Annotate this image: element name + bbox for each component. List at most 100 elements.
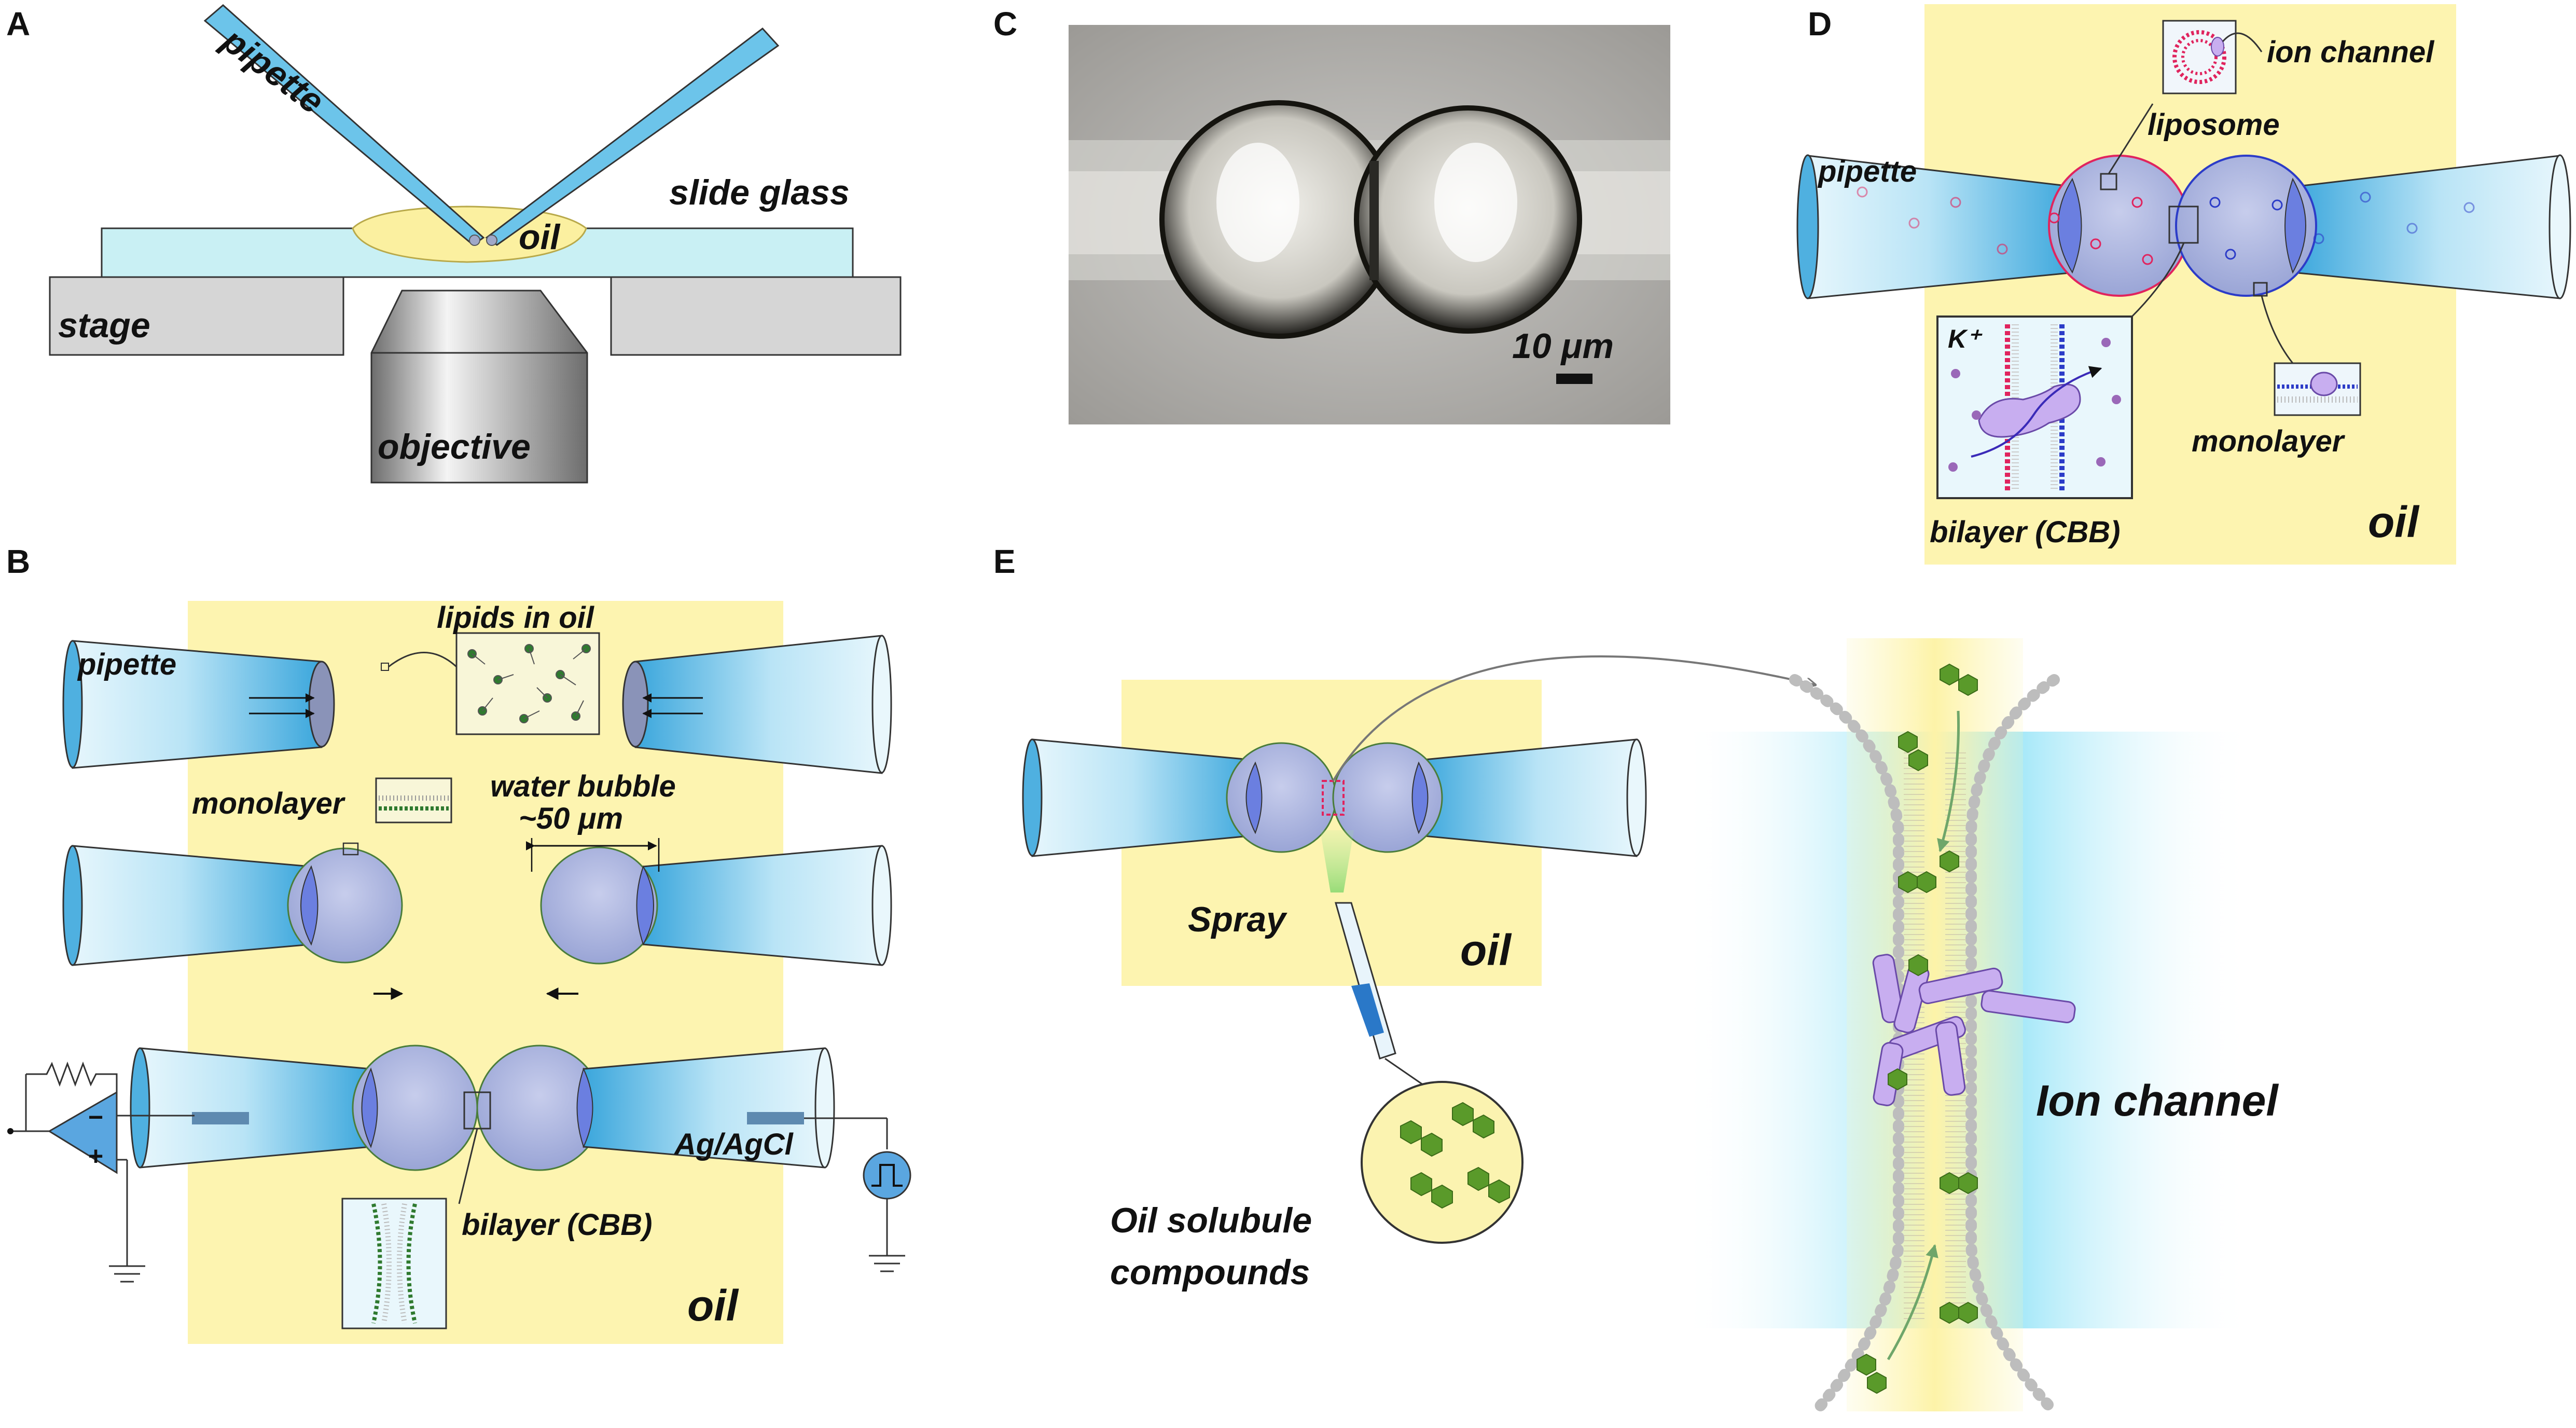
k-ions (1948, 338, 2121, 472)
pipette-icon (72, 845, 312, 966)
panel-e: E Spray oil Oil solubule (993, 543, 2279, 1417)
zoom-arrow (1332, 655, 1816, 782)
bilayer-leaflet (406, 1203, 417, 1324)
ion-channel-icon (2211, 37, 2224, 57)
amp-minus: − (88, 1103, 103, 1132)
pipette-end (1796, 154, 1819, 299)
pipette-end (871, 635, 892, 774)
pipette-icon (203, 4, 485, 246)
label-ion-channel: Ion channel (2036, 1076, 2279, 1125)
label-stage: stage (58, 306, 150, 345)
electrode-right (747, 1112, 804, 1124)
zoom-line (458, 1128, 478, 1204)
compound-inset (1361, 1081, 1524, 1244)
bubble-contact (300, 865, 318, 946)
ground-icon (109, 1214, 145, 1283)
spray-cone (1320, 830, 1354, 893)
droplet-highlight (1216, 143, 1299, 262)
zoom-marker (342, 842, 359, 856)
bubble-contact (2284, 177, 2306, 274)
panel-letter-c: C (993, 5, 1017, 43)
zoom-line (2108, 103, 2154, 174)
zoom-line (2222, 32, 2263, 52)
ion-channel-icon (1872, 954, 2076, 1106)
bubble-contact (636, 865, 654, 946)
monolayer-inset (375, 777, 452, 823)
electrode-left (192, 1112, 249, 1124)
panel-letter-e: E (993, 543, 1016, 580)
label-pipette: pipette (1817, 155, 1917, 188)
label-oil: oil (2368, 498, 2420, 546)
panel-letter-a: A (6, 5, 30, 43)
label-bubble-size: ~50 μm (519, 802, 623, 835)
pulse-generator-icon (804, 1117, 911, 1272)
label-compounds-line1: Oil solubule (1110, 1201, 1312, 1240)
panel-a: A pipette slide glass oil stage objectiv… (6, 4, 902, 484)
panel-letter-b: B (6, 543, 30, 580)
pipette-icon (642, 845, 883, 966)
pipette-end (62, 640, 83, 768)
zoom-line (2131, 242, 2185, 318)
liposome-inner (2181, 39, 2218, 75)
molecule-icon (1400, 1102, 1510, 1209)
label-water-bubble: water bubble (490, 770, 676, 803)
molecule-icon (1857, 663, 1978, 1394)
scale-bar (1556, 374, 1592, 384)
flow-arrow (1887, 1244, 1938, 1361)
zoom-line (388, 652, 458, 668)
amp-plus: + (88, 1142, 103, 1171)
panel-d: D (1796, 4, 2571, 565)
liposome-icon (2172, 30, 2226, 84)
bubble-right (2175, 155, 2317, 297)
pipette-icon (1031, 738, 1256, 857)
pipette-icon (1418, 738, 1638, 857)
zoom-line (1384, 1058, 1427, 1088)
bubble-left (1226, 742, 1337, 853)
label-ion-channel: ion channel (2267, 35, 2435, 69)
pipette-icon (485, 27, 780, 246)
label-oil: oil (519, 217, 561, 257)
bilayer-leaflet (371, 1203, 382, 1324)
pipette-end (871, 845, 892, 966)
bilayer-tails (381, 1203, 407, 1324)
droplet-right (486, 235, 497, 246)
bubble-contact (1411, 761, 1429, 834)
label-spray: Spray (1188, 900, 1287, 939)
bilayer-right-heads (1965, 674, 2060, 1417)
pipette-icon (139, 1047, 372, 1169)
flow-arrow (1937, 710, 1960, 853)
label-monolayer: monolayer (192, 787, 346, 820)
water-bubble-left (287, 847, 403, 964)
label-slide-glass: slide glass (669, 173, 850, 212)
label-monolayer: monolayer (2192, 424, 2346, 458)
label-liposome: liposome (2148, 108, 2280, 142)
label-objective: objective (378, 427, 531, 466)
interface-line (1369, 161, 1379, 280)
label-pipette: pipette (214, 20, 331, 121)
panel-c: C 10 μm (993, 5, 1670, 424)
stage-left (49, 276, 344, 356)
pipette-tip-bubble (308, 661, 335, 748)
bilayer-inset (341, 1198, 447, 1329)
spray-nozzle (1335, 902, 1396, 1060)
ion-channel-icon (2310, 372, 2338, 396)
pipette-end (1022, 738, 1043, 857)
label-bilayer: bilayer (CBB) (1930, 515, 2120, 549)
label-k-ion: K⁺ (1948, 324, 1983, 353)
bubble-contact (1245, 761, 1263, 834)
bubble-right (1332, 742, 1443, 853)
label-bilayer: bilayer (CBB) (462, 1208, 652, 1242)
amplifier-icon: − + (7, 1061, 195, 1214)
panel-letter-d: D (1808, 5, 1832, 43)
liposome-dots (1857, 186, 2475, 265)
droplet-highlight (1434, 143, 1517, 262)
zoom-line (2261, 295, 2294, 364)
bubble-contact (361, 1067, 378, 1148)
label-pipette: pipette (77, 648, 176, 681)
label-compounds-line2: compounds (1110, 1253, 1310, 1292)
bilayer-tails (2012, 324, 2058, 490)
bubble-contact (576, 1067, 593, 1148)
ion-channel-icon (1978, 383, 2081, 438)
pipette-end (130, 1047, 150, 1169)
label-oil: oil (687, 1281, 739, 1330)
